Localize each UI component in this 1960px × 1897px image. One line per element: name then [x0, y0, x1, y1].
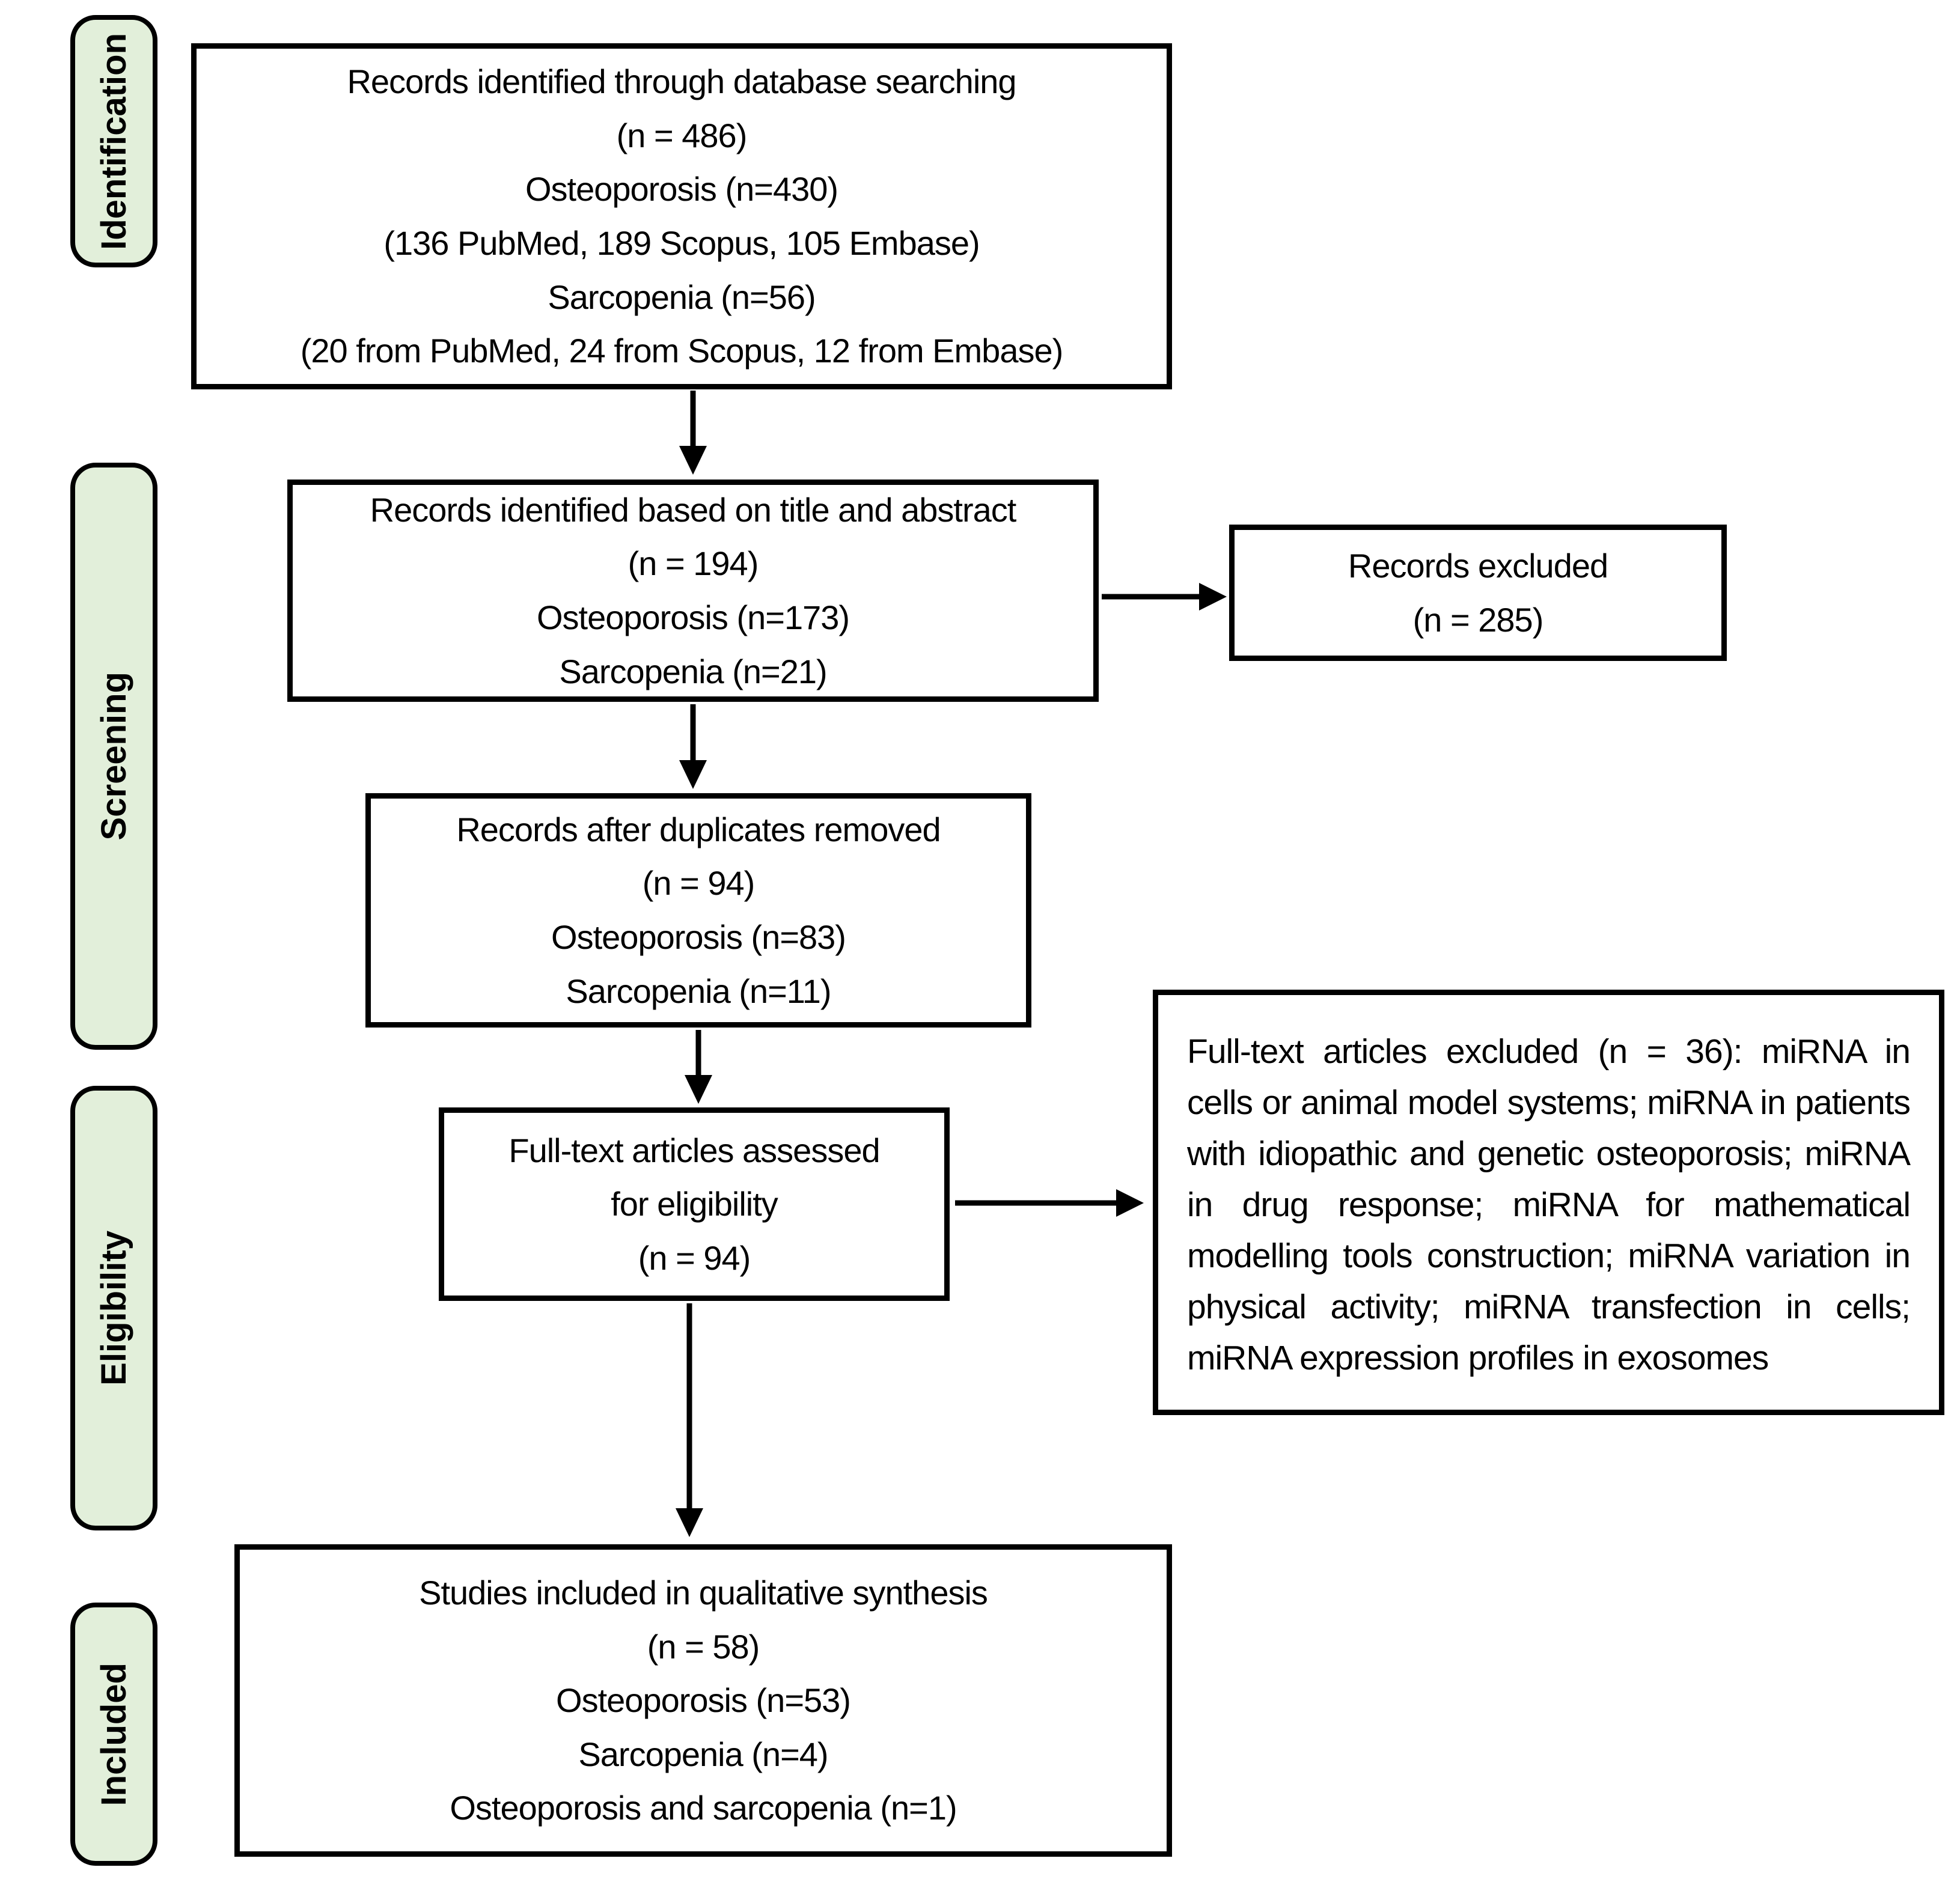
box-line: Osteoporosis (n=83) — [551, 918, 846, 956]
box-fulltext-assessed: Full-text articles assessed for eligibil… — [439, 1107, 950, 1301]
box-line: (n = 285) — [1412, 600, 1544, 639]
box-line: Full-text articles assessed — [508, 1131, 880, 1169]
box-line: (20 from PubMed, 24 from Scopus, 12 from… — [300, 332, 1064, 370]
stage-screening: Screening — [70, 463, 157, 1050]
box-line: (n = 94) — [638, 1238, 751, 1277]
box-line: (n = 486) — [616, 116, 748, 154]
box-line: Osteoporosis (n=173) — [536, 598, 850, 636]
box-duplicates-removed: Records after duplicates removed (n = 94… — [365, 793, 1031, 1028]
arrow-title-abstract-to-excluded-head — [1199, 583, 1227, 611]
box-records-excluded: Records excluded (n = 285) — [1229, 525, 1727, 661]
box-fulltext-excluded: Full-text articles excluded (n = 36): mi… — [1153, 990, 1944, 1415]
box-included-studies: Studies included in qualitative synthesi… — [234, 1544, 1172, 1857]
box-line: Records after duplicates removed — [456, 810, 941, 848]
box-line: Osteoporosis (n=53) — [556, 1681, 851, 1720]
box-line: Records identified through database sear… — [347, 62, 1016, 101]
stage-eligibility-label: Eligibility — [94, 1231, 133, 1386]
box-records-identified: Records identified through database sear… — [191, 43, 1172, 389]
fulltext-excluded-text: Full-text articles excluded (n = 36): mi… — [1187, 1032, 1911, 1377]
stage-identification: Identification — [70, 15, 157, 267]
arrow-duplicates-to-fulltext-head — [685, 1075, 712, 1104]
stage-identification-label: Identification — [94, 32, 133, 250]
box-line: for eligibility — [611, 1185, 778, 1223]
box-line: Sarcopenia (n=56) — [548, 278, 816, 316]
stage-screening-label: Screening — [94, 672, 133, 841]
stage-eligibility: Eligibility — [70, 1086, 157, 1530]
box-line: (n = 94) — [642, 864, 756, 903]
box-line: (136 PubMed, 189 Scopus, 105 Embase) — [383, 224, 980, 262]
arrow-title-abstract-to-duplicates-head — [679, 760, 707, 789]
box-line: (n = 194) — [627, 544, 759, 583]
box-line: Sarcopenia (n=4) — [578, 1735, 828, 1773]
box-line: Osteoporosis and sarcopenia (n=1) — [450, 1789, 957, 1827]
arrow-identified-to-title-abstract-head — [679, 446, 707, 475]
stage-included-label: Included — [94, 1662, 133, 1806]
box-line: (n = 58) — [647, 1627, 760, 1666]
box-line: Records excluded — [1348, 546, 1608, 585]
arrow-fulltext-to-included-head — [676, 1508, 703, 1537]
box-line: Sarcopenia (n=11) — [566, 972, 831, 1010]
stage-included: Included — [70, 1603, 157, 1866]
arrow-fulltext-to-excluded-head — [1116, 1189, 1144, 1217]
box-line: Records identified based on title and ab… — [370, 490, 1017, 529]
box-line: Sarcopenia (n=21) — [559, 652, 827, 690]
box-title-abstract: Records identified based on title and ab… — [287, 480, 1099, 702]
box-line: Osteoporosis (n=430) — [525, 170, 838, 209]
box-line: Studies included in qualitative synthesi… — [419, 1574, 988, 1612]
